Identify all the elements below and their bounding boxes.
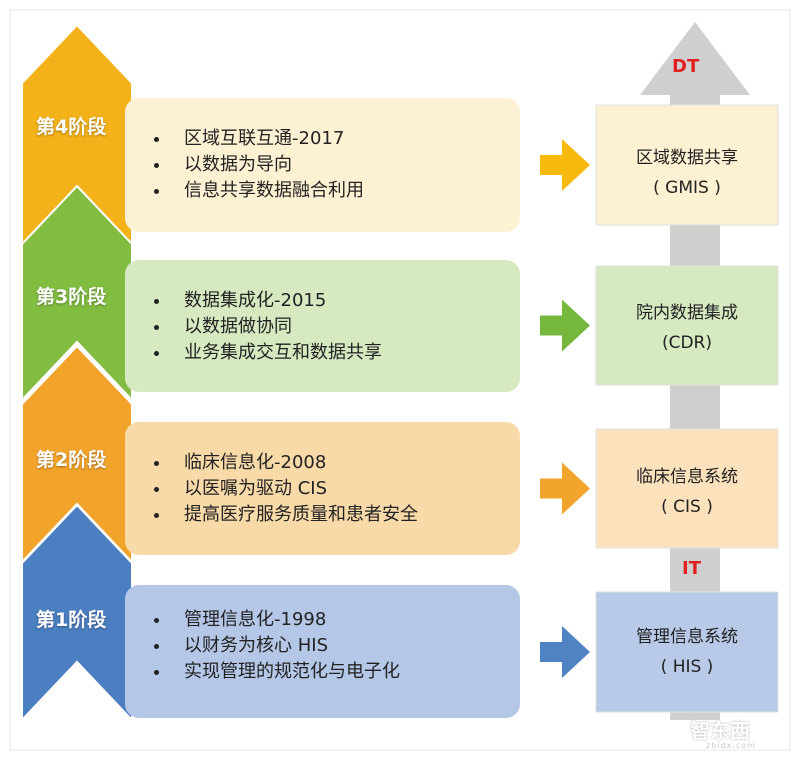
stage-chevron: [21, 503, 133, 723]
it-label: IT: [682, 558, 701, 579]
bullet-dot: [154, 351, 159, 356]
stage-label-2: 第2阶段: [36, 449, 107, 471]
watermark-logo: 智东西: [690, 719, 750, 743]
stage-panel: [125, 585, 520, 718]
stage-label-1: 第1阶段: [36, 609, 107, 631]
stage-bullets-1: 管理信息化-1998 以财务为核心 HIS 实现管理的规范化与电子化: [148, 607, 400, 685]
bullet-item: 以数据为导向: [148, 152, 364, 178]
system-name: 区域数据共享: [636, 148, 738, 168]
bullet-item: 数据集成化-2015: [148, 288, 382, 314]
system-box-bg: [595, 428, 779, 549]
stage-arrow: [540, 139, 590, 191]
bullet-item: 以财务为核心 HIS: [148, 633, 400, 659]
system-abbr: ( HIS ): [660, 657, 714, 677]
bullet-item: 区域互联互通-2017: [148, 126, 364, 152]
stage-bullets-2: 临床信息化-2008 以医嘱为驱动 CIS 提高医疗服务质量和患者安全: [148, 450, 418, 528]
system-box-2: 临床信息系统 ( CIS ): [596, 462, 778, 522]
system-abbr: ( CIS ): [661, 497, 713, 517]
bullet-dot: [154, 461, 159, 466]
bullet-dot: [154, 618, 159, 623]
bullet-item: 业务集成交互和数据共享: [148, 340, 382, 366]
system-name: 院内数据集成: [636, 303, 738, 323]
stage-arrow: [540, 626, 590, 678]
bullet-dot: [154, 487, 159, 492]
bullet-item: 管理信息化-1998: [148, 607, 400, 633]
bullet-item: 实现管理的规范化与电子化: [148, 659, 400, 685]
system-box-bg: [595, 265, 779, 386]
bullet-dot: [154, 163, 159, 168]
stage-panel: [125, 260, 520, 392]
stage-chevron: [21, 184, 133, 403]
bullet-item: 临床信息化-2008: [148, 450, 418, 476]
stage-panel: [125, 422, 520, 555]
dt-label: DT: [672, 56, 700, 77]
bullet-dot: [154, 137, 159, 142]
stage-bullets-4: 区域互联互通-2017 以数据为导向 信息共享数据融合利用: [148, 126, 364, 204]
system-box-bg: [595, 104, 779, 226]
bullet-dot: [154, 513, 159, 518]
system-box-1: 管理信息系统 ( HIS ): [596, 622, 778, 682]
system-name: 管理信息系统: [636, 627, 738, 647]
bullet-dot: [154, 670, 159, 675]
bullet-item: 提高医疗服务质量和患者安全: [148, 502, 418, 528]
bullet-dot: [154, 189, 159, 194]
system-abbr: ( GMIS ): [653, 178, 721, 198]
stage-arrow: [540, 462, 590, 515]
bullet-dot: [154, 299, 159, 304]
bullet-item: 信息共享数据融合利用: [148, 178, 364, 204]
stage-panel: [125, 98, 520, 232]
stage-bullets-3: 数据集成化-2015 以数据做协同 业务集成交互和数据共享: [148, 288, 382, 366]
system-box-4: 区域数据共享 ( GMIS ): [596, 143, 778, 203]
bullet-item: 以医嘱为驱动 CIS: [148, 476, 418, 502]
system-name: 临床信息系统: [636, 467, 738, 487]
watermark-url: zhidx.com: [706, 741, 756, 750]
stage-label-4: 第4阶段: [36, 116, 107, 138]
system-box-3: 院内数据集成 (CDR): [596, 298, 778, 358]
stage-label-3: 第3阶段: [36, 286, 107, 308]
stage-arrow: [540, 299, 590, 352]
bullet-dot: [154, 644, 159, 649]
bullet-dot: [154, 325, 159, 330]
bullet-item: 以数据做协同: [148, 314, 382, 340]
system-abbr: (CDR): [661, 333, 713, 353]
system-box-bg: [595, 591, 779, 713]
